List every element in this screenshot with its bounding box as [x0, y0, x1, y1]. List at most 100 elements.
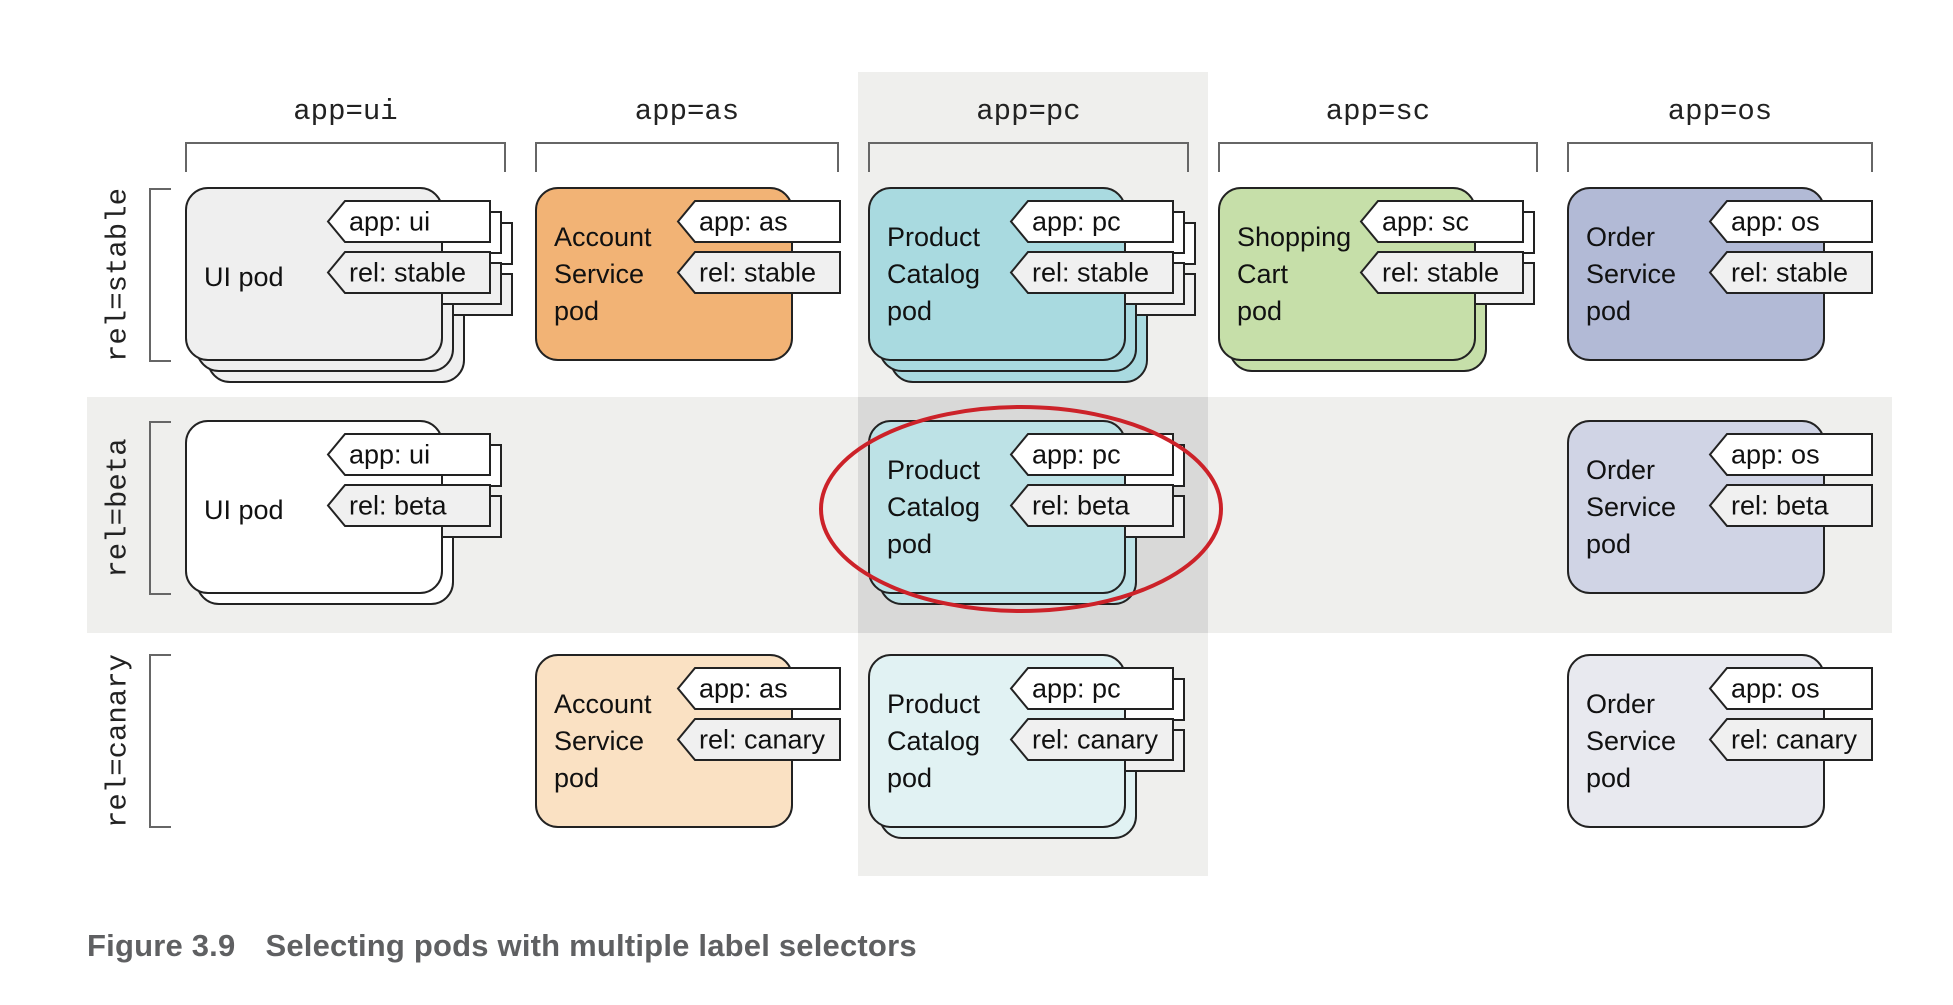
app-label-tag: app: ui	[349, 440, 430, 470]
rel-label-tag-shape	[1359, 251, 1524, 294]
rel-label-tag: rel: stable	[349, 258, 466, 288]
app-label-tag-shape	[1359, 200, 1524, 243]
row-bracket-stable	[149, 188, 171, 362]
rel-label-tag: rel: stable	[1032, 258, 1149, 288]
figure-caption: Figure 3.9 Selecting pods with multiple l…	[87, 928, 917, 964]
column-bracket-ui	[185, 142, 506, 172]
pod-title: UI pod	[204, 495, 284, 525]
pod-title: pod	[887, 296, 932, 326]
pod-ui-stable: UI pod app: ui rel: stable	[185, 187, 513, 383]
column-bracket-as	[535, 142, 839, 172]
column-bracket-pc	[868, 142, 1189, 172]
pod-ui-beta: UI pod app: ui rel: beta	[185, 420, 502, 605]
app-label-tag-shape	[326, 200, 491, 243]
pod-title: Catalog	[887, 726, 980, 756]
app-label-tag: app: os	[1731, 440, 1820, 470]
row-bracket-beta	[149, 421, 171, 595]
pod-title: Order	[1586, 689, 1655, 719]
pod-title: Service	[1586, 492, 1676, 522]
pod-title: Service	[1586, 726, 1676, 756]
app-label-tag: app: ui	[349, 207, 430, 237]
app-label-tag: app: os	[1731, 674, 1820, 704]
pod-title: pod	[1586, 296, 1631, 326]
app-label-tag-shape	[1009, 433, 1174, 476]
app-label-tag-shape	[1708, 433, 1873, 476]
rel-label-tag-shape	[676, 718, 841, 761]
pod-title: pod	[554, 763, 599, 793]
rel-label-tag: rel: stable	[699, 258, 816, 288]
row-header-stable: rel=stable	[102, 188, 135, 362]
column-header-pc: app=pc	[976, 95, 1080, 128]
pod-title: Service	[554, 259, 644, 289]
rel-label-tag-shape	[1009, 484, 1174, 527]
pod-title: UI pod	[204, 262, 284, 292]
app-label-tag-shape	[676, 667, 841, 710]
column-bracket-sc	[1218, 142, 1538, 172]
pod-title: pod	[887, 529, 932, 559]
pod-title: Catalog	[887, 259, 980, 289]
pod-title: pod	[1586, 763, 1631, 793]
row-header-canary: rel=canary	[102, 654, 135, 828]
pod-title: Cart	[1237, 259, 1289, 289]
pod-title: pod	[887, 763, 932, 793]
rel-label-tag: rel: canary	[1731, 725, 1858, 755]
pod-title: pod	[1586, 529, 1631, 559]
rel-label-tag: rel: beta	[349, 491, 448, 521]
app-label-tag-shape	[1708, 200, 1873, 243]
pod-title: Service	[554, 726, 644, 756]
rel-label-tag: rel: canary	[699, 725, 826, 755]
pod-title: Product	[887, 455, 981, 485]
pod-title: Account	[554, 222, 652, 252]
app-label-tag: app: sc	[1382, 207, 1469, 237]
rel-label-tag: rel: stable	[1731, 258, 1848, 288]
pod-title: pod	[554, 296, 599, 326]
pod-title: Product	[887, 689, 981, 719]
pod-title: Account	[554, 689, 652, 719]
rel-label-tag-shape	[1708, 718, 1873, 761]
app-label-tag: app: as	[699, 207, 788, 237]
column-header-sc: app=sc	[1326, 95, 1430, 128]
rel-label-tag-shape	[1009, 251, 1174, 294]
app-label-tag-shape	[1708, 667, 1873, 710]
pod-title: pod	[1237, 296, 1282, 326]
app-label-tag: app: pc	[1032, 674, 1121, 704]
rel-label-tag-shape	[1708, 251, 1873, 294]
selection-ellipse	[819, 405, 1223, 613]
app-label-tag-shape	[326, 433, 491, 476]
figure-caption-text: Selecting pods with multiple label selec…	[265, 928, 917, 963]
rel-label-tag: rel: canary	[1032, 725, 1159, 755]
app-label-tag: app: os	[1731, 207, 1820, 237]
pod-title: Shopping	[1237, 222, 1351, 252]
app-label-tag-shape	[1009, 667, 1174, 710]
column-header-as: app=as	[635, 95, 739, 128]
app-label-tag-shape	[676, 200, 841, 243]
pod-title: Product	[887, 222, 981, 252]
rel-label-tag-shape	[326, 251, 491, 294]
column-header-ui: app=ui	[293, 95, 397, 128]
rel-label-tag: rel: beta	[1032, 491, 1131, 521]
column-bracket-os	[1567, 142, 1873, 172]
app-label-tag-shape	[1009, 200, 1174, 243]
row-bracket-canary	[149, 654, 171, 828]
row-header-beta: rel=beta	[102, 438, 135, 577]
app-label-tag: app: as	[699, 674, 788, 704]
rel-label-tag: rel: beta	[1731, 491, 1830, 521]
pod-title: Order	[1586, 222, 1655, 252]
rel-label-tag-shape	[1009, 718, 1174, 761]
rel-label-tag-shape	[1708, 484, 1873, 527]
rel-label-tag-shape	[326, 484, 491, 527]
figure-number: Figure 3.9	[87, 928, 236, 963]
pod-title: Order	[1586, 455, 1655, 485]
pod-title: Catalog	[887, 492, 980, 522]
